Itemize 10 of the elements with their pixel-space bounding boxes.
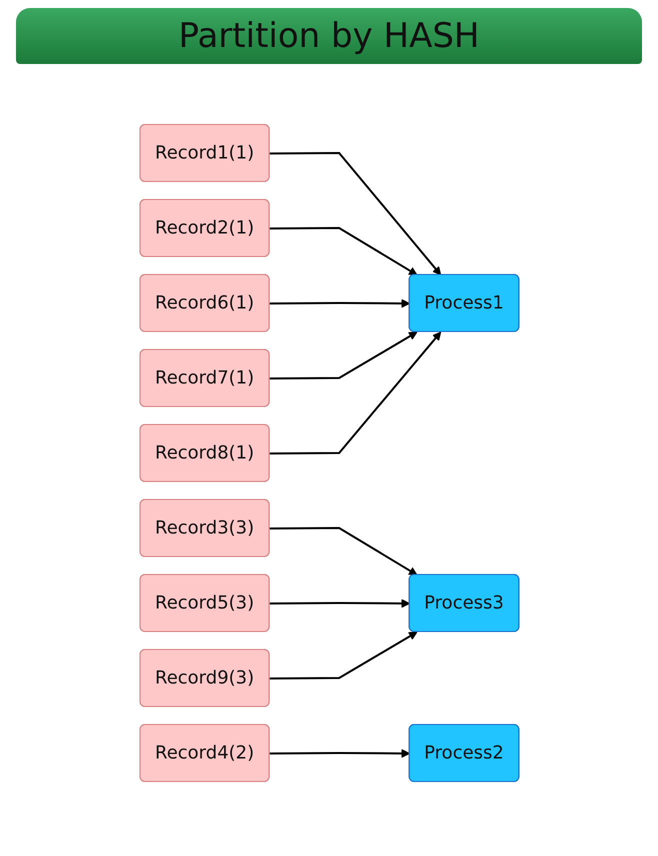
arrow xyxy=(269,599,410,608)
arrow xyxy=(269,227,418,276)
arrow xyxy=(269,332,441,454)
arrow xyxy=(269,152,441,276)
title-banner: Partition by HASH xyxy=(16,8,642,64)
arrow xyxy=(269,527,418,576)
arrow xyxy=(269,749,410,758)
arrow xyxy=(269,299,410,308)
arrow xyxy=(269,332,418,380)
arrow xyxy=(269,632,418,680)
